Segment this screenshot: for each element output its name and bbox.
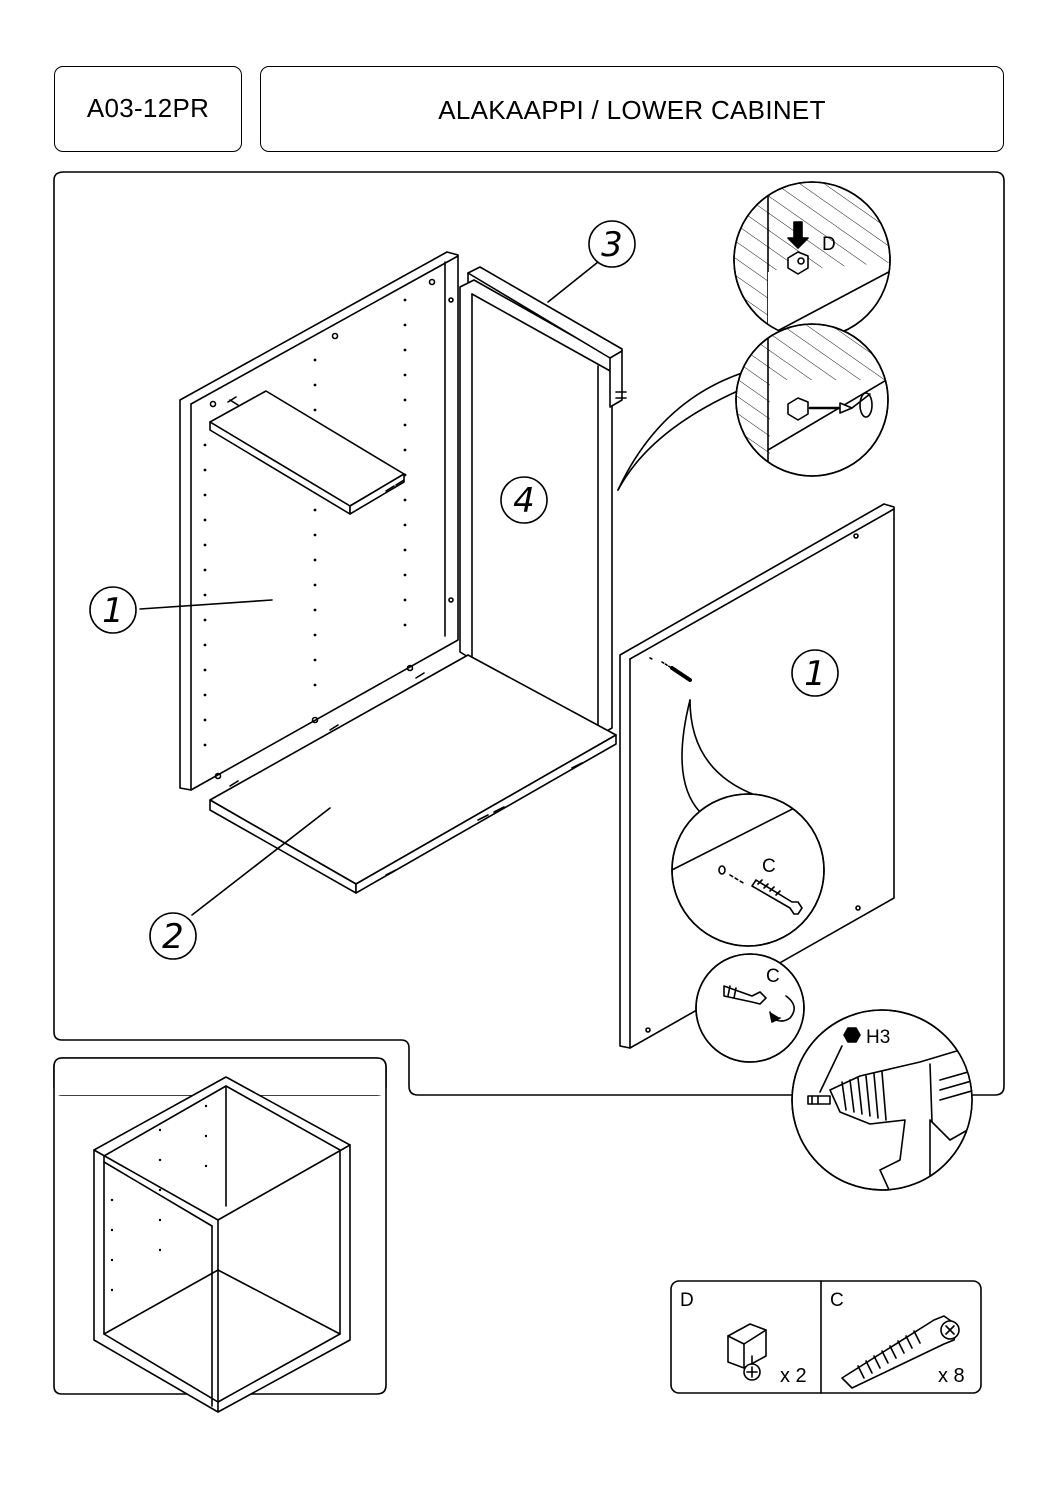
hardware-code-d: D bbox=[680, 1290, 694, 1311]
part-label-4 bbox=[500, 476, 548, 524]
part-1-right-number: 1 bbox=[804, 654, 826, 694]
page-title: ALAKAAPPI / LOWER CABINET bbox=[438, 95, 826, 125]
screw-c-rotate-icon bbox=[723, 985, 767, 1005]
top-rail bbox=[467, 266, 627, 408]
detail-c-rotate-circle bbox=[695, 953, 805, 1063]
detail-c-circle bbox=[671, 793, 825, 947]
part-1-left-number: 1 bbox=[102, 591, 124, 631]
leader-detail-d bbox=[617, 389, 741, 491]
drill-icon bbox=[829, 1049, 972, 1190]
detail-c-label-2: C bbox=[766, 966, 780, 987]
hardware-table bbox=[670, 1280, 982, 1394]
leader-part-2 bbox=[191, 807, 331, 916]
part-label-2 bbox=[149, 912, 197, 960]
leader-detail-c-b bbox=[689, 699, 756, 796]
tool-bit-label: H3 bbox=[866, 1027, 890, 1048]
leader-detail-c bbox=[681, 699, 701, 813]
leader-detail-d-b bbox=[617, 371, 746, 491]
leader-part-3 bbox=[547, 261, 599, 303]
model-code: A03-12PR bbox=[86, 93, 210, 123]
detail-d-label: D bbox=[822, 234, 836, 255]
model-code-box: A03-12PR bbox=[54, 66, 242, 152]
confirmat-screw-icon bbox=[841, 1315, 960, 1389]
hardware-quantity-d: x 2 bbox=[780, 1365, 807, 1387]
shelf bbox=[209, 390, 405, 515]
main-frame bbox=[53, 171, 1005, 1096]
part-3-number: 3 bbox=[601, 225, 623, 265]
corner-bracket-with-screw-icon bbox=[727, 1323, 767, 1381]
part-4-number: 4 bbox=[513, 481, 535, 521]
part-2-number: 2 bbox=[162, 917, 184, 957]
title-box: ALAKAAPPI / LOWER CABINET bbox=[260, 66, 1004, 152]
hardware-code-c: C bbox=[830, 1290, 844, 1311]
part-label-1-left bbox=[89, 586, 137, 634]
rotate-arrow-icon bbox=[771, 995, 795, 1022]
part-label-3 bbox=[588, 220, 636, 268]
assembled-cabinet-preview bbox=[53, 1057, 387, 1413]
detail-d-screw-circle bbox=[735, 323, 889, 477]
drill-circle bbox=[791, 1009, 973, 1191]
detail-c-label-1: C bbox=[762, 856, 776, 877]
leader-part-1-left bbox=[139, 599, 273, 610]
hex-bit-icon bbox=[843, 1027, 861, 1043]
bottom-panel bbox=[209, 654, 617, 894]
hardware-quantity-c: x 8 bbox=[938, 1365, 965, 1387]
left-side-panel bbox=[179, 251, 459, 791]
part-label-1-right bbox=[791, 649, 839, 697]
